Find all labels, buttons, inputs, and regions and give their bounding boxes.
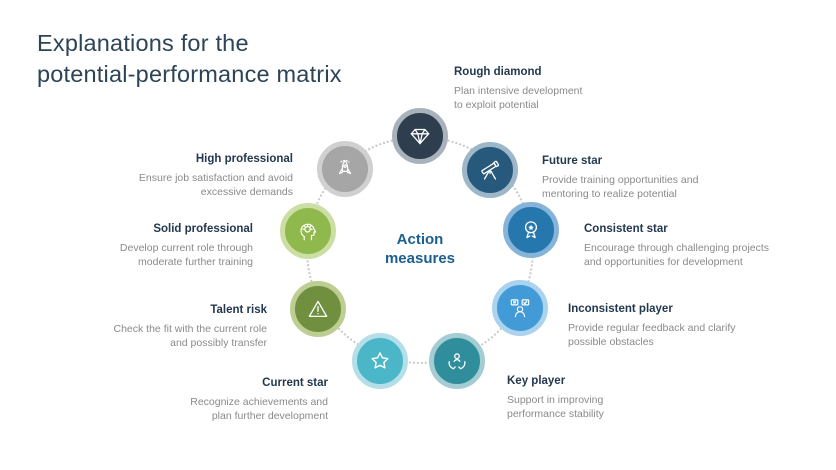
supporting-hands-icon [444, 348, 470, 374]
node-description-line1: Support in improving [507, 394, 604, 406]
node-key-player [429, 333, 485, 389]
label-block-high-professional: High professional Ensure job satisfactio… [139, 152, 293, 199]
node-label: Consistent star [584, 223, 668, 235]
page-title: Explanations for the potential-performan… [37, 28, 342, 90]
node-future-star [462, 142, 518, 198]
idea-head-icon [295, 218, 321, 244]
node-consistent-star [503, 202, 559, 258]
node-description-line1: Ensure job satisfaction and avoid [138, 172, 293, 184]
node-description-line2: excessive demands [200, 186, 293, 198]
label-block-consistent-star: Consistent star Encourage through challe… [584, 222, 769, 269]
node-label: Inconsistent player [568, 303, 673, 315]
node-high-professional [317, 141, 373, 197]
node-rough-diamond [392, 108, 448, 164]
node-label: Rough diamond [454, 66, 542, 78]
rocket-icon [332, 156, 358, 182]
node-description-line1: Provide training opportunities and [542, 174, 699, 186]
label-block-future-star: Future star Provide training opportuniti… [542, 154, 698, 201]
diamond-icon [407, 123, 433, 149]
node-label: Talent risk [210, 304, 267, 316]
label-block-talent-risk: Talent risk Check the fit with the curre… [114, 303, 268, 350]
node-description-line1: Develop current role through [119, 242, 253, 254]
medal-icon [518, 217, 544, 243]
label-block-key-player: Key player Support in improving performa… [507, 374, 604, 421]
node-solid-professional [280, 203, 336, 259]
label-block-current-star: Current star Recognize achievements and … [190, 376, 328, 423]
feedback-person-icon [507, 295, 533, 321]
node-description-line2: plan further development [211, 410, 328, 422]
label-block-inconsistent-player: Inconsistent player Provide regular feed… [568, 302, 736, 349]
node-label: Solid professional [153, 223, 253, 235]
telescope-icon [477, 157, 503, 183]
center-label-line1: Action [396, 231, 444, 248]
node-inconsistent-player [492, 280, 548, 336]
page-title-line2: potential-performance matrix [37, 61, 342, 87]
label-block-rough-diamond: Rough diamond Plan intensive development… [454, 65, 582, 112]
node-description-line2: to exploit potential [454, 99, 539, 111]
label-block-solid-professional: Solid professional Develop current role … [120, 222, 253, 269]
node-label: Future star [542, 155, 603, 167]
node-description-line2: and opportunities for development [584, 256, 743, 268]
node-description-line1: Encourage through challenging projects [584, 242, 770, 254]
node-description-line2: performance stability [507, 408, 604, 420]
warning-triangle-icon [305, 296, 331, 322]
node-description-line1: Recognize achievements and [190, 396, 328, 408]
node-label: Current star [262, 377, 328, 389]
node-label: Key player [507, 375, 566, 387]
node-description-line2: moderate further training [138, 256, 253, 268]
node-description-line1: Check the fit with the current role [113, 323, 268, 335]
node-label: High professional [195, 153, 293, 165]
node-description-line2: mentoring to realize potential [542, 188, 677, 200]
star-icon [367, 348, 393, 374]
page-title-line1: Explanations for the [37, 30, 249, 56]
center-label-line2: measures [384, 250, 456, 267]
node-description-line1: Plan intensive development [454, 85, 583, 97]
node-talent-risk [290, 281, 346, 337]
node-description-line1: Provide regular feedback and clarify [568, 322, 736, 334]
center-label: Action measures [352, 230, 488, 268]
node-current-star [352, 333, 408, 389]
node-description-line2: and possibly transfer [170, 337, 267, 349]
node-description-line2: possible obstacles [568, 336, 654, 348]
